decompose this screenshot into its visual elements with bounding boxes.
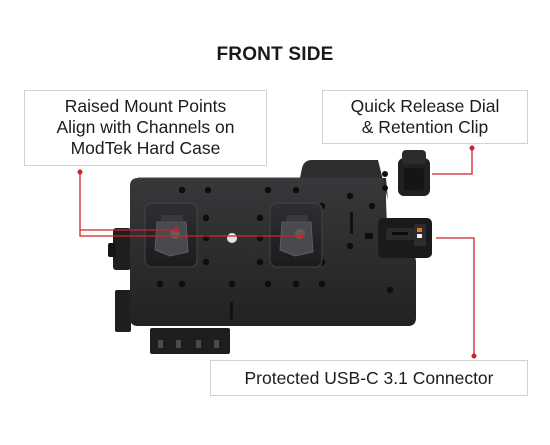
plate-hole [264,280,272,288]
callout-line: Align with Channels on [56,117,235,137]
callout-line: & Retention Clip [361,117,489,137]
plate-hole [386,286,394,294]
plate-hole [368,202,376,210]
slot [350,212,353,234]
plate-hole [178,186,186,194]
plate-hole [256,214,264,222]
usb-c-port-icon [365,218,432,258]
bottom-rail [150,328,230,354]
left-side-clip [108,228,131,332]
callout-mount-points: Raised Mount Points Align with Channels … [24,90,267,166]
plate-hole [346,242,354,250]
plate-hole [202,214,210,222]
plate-hole [228,280,236,288]
plate-hole [318,280,326,288]
plate-hole [292,280,300,288]
slot [230,302,233,320]
callout-line: Protected USB-C 3.1 Connector [244,368,494,388]
plate-hole [256,258,264,266]
plate-holes [146,186,394,294]
callout-quick-release-dial: Quick Release Dial & Retention Clip [322,90,528,144]
mount-point-icon [269,202,323,268]
mount-point-icon [144,202,198,268]
plate-hole [264,186,272,194]
plate-hole [178,280,186,288]
callout-line: ModTek Hard Case [70,138,221,158]
plate-hole [346,192,354,200]
center-hole [227,233,237,243]
callout-line: Raised Mount Points [64,96,227,116]
plate-hole [292,186,300,194]
quick-release-dial-icon [382,150,430,196]
page-title: FRONT SIDE [216,44,334,65]
callout-line: Quick Release Dial [350,96,500,116]
leader-lines [77,145,477,359]
callout-usb-connector: Protected USB-C 3.1 Connector [210,360,528,396]
plate-hole [156,280,164,288]
plate-hole [204,186,212,194]
plate-hole [202,258,210,266]
